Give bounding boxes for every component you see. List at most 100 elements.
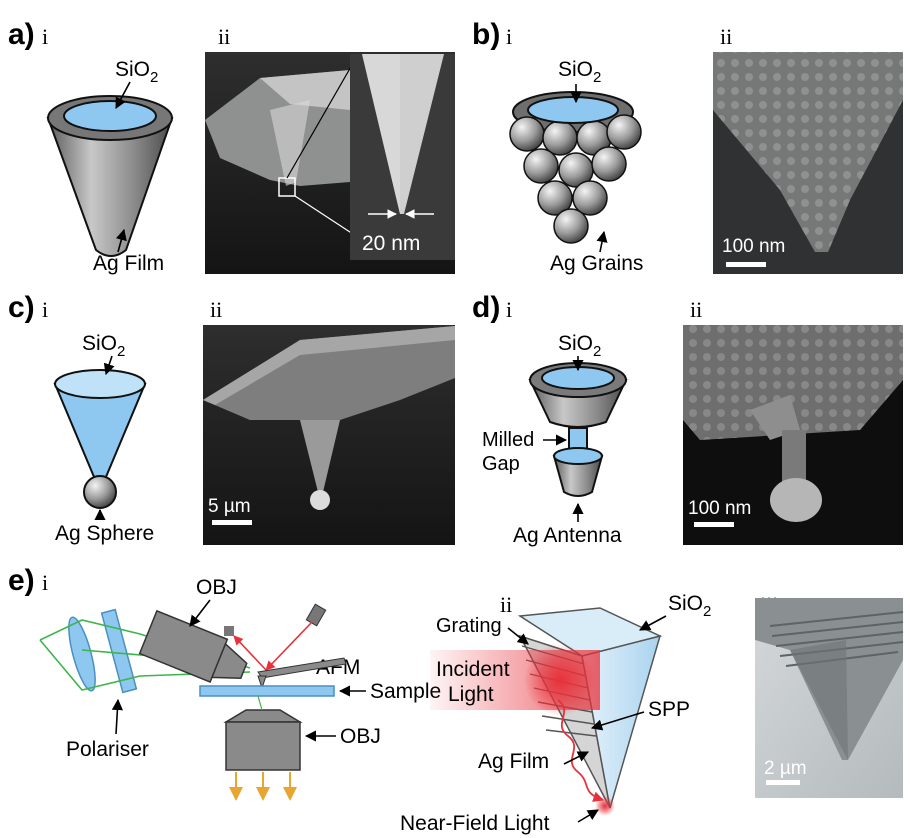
grating-pointer xyxy=(507,627,529,645)
inset-tip-highlight xyxy=(362,54,400,214)
objective-bottom-cone xyxy=(223,709,303,723)
sem-pyramid-tip xyxy=(300,420,340,492)
ag-film-cone xyxy=(46,117,174,257)
panel-e: e) i ii iii OBJ AFM Sample xyxy=(8,564,904,835)
obj-top-pointer xyxy=(189,599,211,627)
silica-core-d xyxy=(541,366,615,390)
incident-spot xyxy=(524,644,596,716)
panel-b-grains-label: Ag Grains xyxy=(550,252,643,275)
panel-e-spp-label: SPP xyxy=(648,698,690,721)
panel-d-scale-label: 100 nm xyxy=(688,498,751,519)
sem-tip-top xyxy=(260,70,350,110)
polariser-plate xyxy=(100,608,138,694)
scale-bar-d xyxy=(694,522,734,527)
silica-pointer-e xyxy=(639,615,667,631)
afm-beam-in xyxy=(265,621,313,671)
sem-d-flake xyxy=(750,395,800,440)
panel-a-letter: a) xyxy=(8,18,35,51)
objective-bottom xyxy=(225,721,301,771)
spp-wave xyxy=(557,699,605,802)
collected-light xyxy=(257,695,263,711)
panel-e-scale-label: 2 µm xyxy=(764,758,807,779)
grating-tip-schematic: Grating SiO2 Incident Light SPP Ag Film … xyxy=(400,592,711,835)
panel-d-gap-label-2: Gap xyxy=(482,453,520,475)
tip-top-face xyxy=(517,607,663,657)
sem-d-neck xyxy=(782,430,806,482)
optical-setup: OBJ AFM Sample OBJ Polariser xyxy=(39,576,441,801)
nearfield-pointer xyxy=(577,809,599,823)
afm-tip xyxy=(257,675,267,690)
panel-b-sub-ii: ii xyxy=(720,24,732,49)
panel-e-sub-ii: ii xyxy=(500,592,512,617)
sem-e-shadow xyxy=(790,640,848,760)
sem-d-grain-texture xyxy=(683,325,903,440)
silica-core xyxy=(63,100,157,132)
zoom-line-top xyxy=(286,57,357,179)
spp-pointer xyxy=(590,711,645,731)
panel-b-sub-i: i xyxy=(506,24,512,49)
panel-c-sphere-label: Ag Sphere xyxy=(55,522,154,545)
panel-b-silica-label: SiO2 xyxy=(558,58,601,86)
panel-e-polariser-label: Polariser xyxy=(66,738,149,761)
sem-tip-apex xyxy=(270,100,310,186)
silica-pointer xyxy=(115,81,131,109)
panel-a: a) i ii SiO2 Ag Film 20 nm xyxy=(8,18,455,275)
zoom-line-bottom xyxy=(294,195,357,237)
panel-e-obj-top-label: OBJ xyxy=(196,576,237,599)
silica-cone-top xyxy=(54,369,146,399)
sem-sphere xyxy=(310,490,330,510)
ag-antenna xyxy=(552,455,604,497)
antenna-top xyxy=(553,447,603,465)
panel-d-gap-label-1: Milled xyxy=(482,429,534,451)
panel-e-sub-i: i xyxy=(42,570,48,595)
panel-a-scale-label: 20 nm xyxy=(362,232,420,255)
sem-d-antenna xyxy=(770,478,822,522)
panel-b-letter: b) xyxy=(472,18,500,51)
panel-e-film-label: Ag Film xyxy=(478,750,549,773)
sem-cantilever xyxy=(203,326,455,420)
ag-sphere xyxy=(83,475,117,509)
scale-bar-b xyxy=(726,262,766,267)
silica-pointer-c xyxy=(103,355,115,376)
lens xyxy=(68,616,96,692)
panel-e-obj-bottom-label: OBJ xyxy=(340,725,381,748)
panel-b-scale-label: 100 nm xyxy=(722,236,785,257)
panel-e-incident-label-2: Light xyxy=(448,683,494,706)
panel-a-film-label: Ag Film xyxy=(93,252,164,275)
panel-c-silica-label: SiO2 xyxy=(82,332,125,360)
scale-bar-e xyxy=(766,780,800,785)
panel-c-sub-i: i xyxy=(42,297,48,322)
panel-c-sub-ii: ii xyxy=(210,297,222,322)
inset-label-bg xyxy=(350,224,455,260)
sample-slide xyxy=(199,685,335,697)
panel-e-sample-label: Sample xyxy=(370,680,441,703)
afm-beam-out xyxy=(233,635,267,671)
film-pointer xyxy=(115,228,127,253)
panel-e-incident-label-1: Incident xyxy=(436,658,510,681)
panel-a-silica-label: SiO2 xyxy=(115,58,158,86)
panel-d-antenna-label: Ag Antenna xyxy=(513,524,622,547)
panel-c-letter: c) xyxy=(8,291,35,324)
sem-grain-texture xyxy=(713,52,903,252)
panel-e-letter: e) xyxy=(8,564,35,597)
panel-e-nearfield-label: Near-Field Light xyxy=(400,812,550,835)
film-pointer-e xyxy=(563,751,590,765)
afm-laser xyxy=(305,603,327,627)
panel-d: d) i ii SiO2 Milled Gap Ag Antenna 100 n… xyxy=(472,291,903,547)
panel-c-scale-label: 5 µm xyxy=(208,496,251,517)
scale-bar-c xyxy=(212,520,252,525)
milled-gap xyxy=(568,427,588,451)
objective-top xyxy=(138,609,248,683)
panel-a-sub-ii: ii xyxy=(218,24,230,49)
polariser-pointer xyxy=(111,698,123,735)
sem-cantilever-edge xyxy=(203,326,455,405)
panel-d-silica-label: SiO2 xyxy=(558,332,601,360)
panel-e-silica-label: SiO2 xyxy=(668,592,711,620)
panel-c: c) i ii SiO2 Ag Sphere 5 µm xyxy=(8,291,455,545)
panel-b: b) i ii SiO2 Ag Grains 100 nm xyxy=(472,18,903,275)
silica-core-b xyxy=(527,96,619,124)
grains-pointer xyxy=(596,230,608,253)
panel-d-sub-i: i xyxy=(506,297,512,322)
panel-d-sub-ii: ii xyxy=(690,297,702,322)
